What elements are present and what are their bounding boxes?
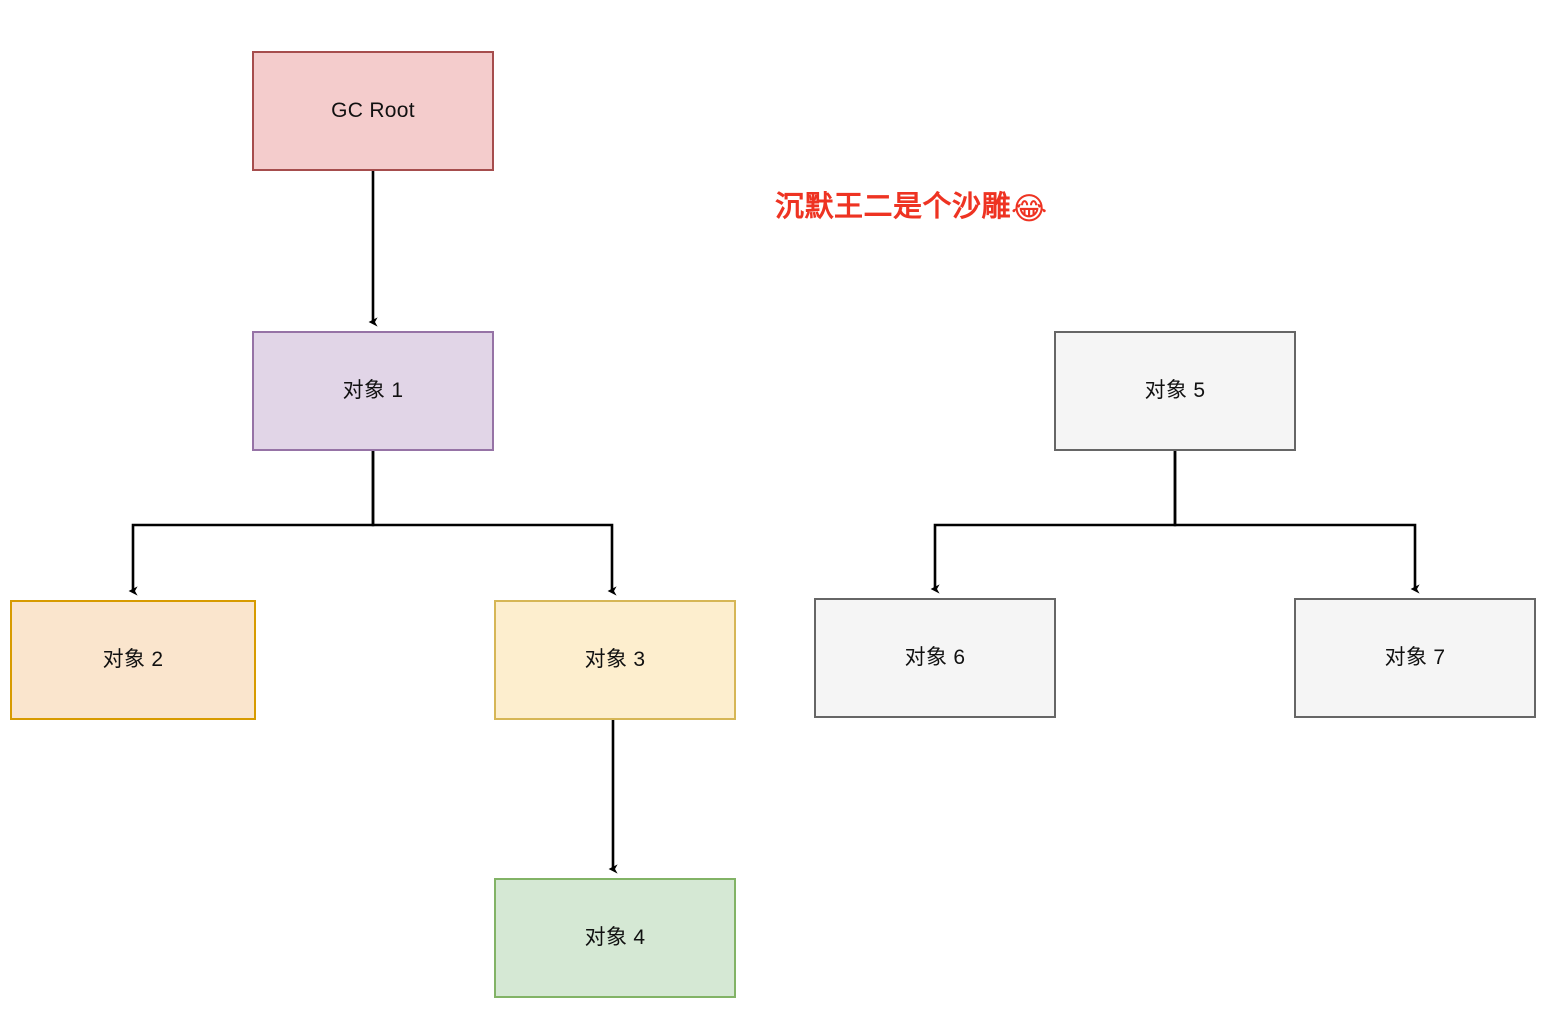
laughing-crying-emoji-icon: 😂	[1011, 191, 1048, 226]
node-object-1-label: 对象 1	[342, 379, 404, 403]
node-object-3-label: 对象 3	[584, 648, 646, 672]
node-object-7-label: 对象 7	[1384, 646, 1446, 670]
edge-object1-object3	[371, 451, 617, 596]
watermark-label: 沉默王二是个沙雕	[775, 191, 1012, 223]
edge-object5-object6	[930, 451, 1177, 594]
node-gc-root[interactable]: GC Root	[252, 51, 494, 171]
node-object-5[interactable]: 对象 5	[1054, 331, 1296, 451]
node-object-3[interactable]: 对象 3	[494, 600, 736, 720]
node-gc-root-label: GC Root	[331, 99, 415, 123]
node-object-4[interactable]: 对象 4	[494, 878, 736, 998]
node-object-6-label: 对象 6	[904, 646, 966, 670]
node-object-5-label: 对象 5	[1144, 379, 1206, 403]
node-object-7[interactable]: 对象 7	[1294, 598, 1536, 718]
edge-object1-object2	[128, 451, 375, 596]
node-object-2-label: 对象 2	[102, 648, 164, 672]
node-object-1[interactable]: 对象 1	[252, 331, 494, 451]
node-object-2[interactable]: 对象 2	[10, 600, 256, 720]
edge-object5-object7	[1173, 451, 1420, 594]
watermark-text: 沉默王二是个沙雕😂	[775, 183, 1048, 227]
node-object-4-label: 对象 4	[584, 926, 646, 950]
node-object-6[interactable]: 对象 6	[814, 598, 1056, 718]
